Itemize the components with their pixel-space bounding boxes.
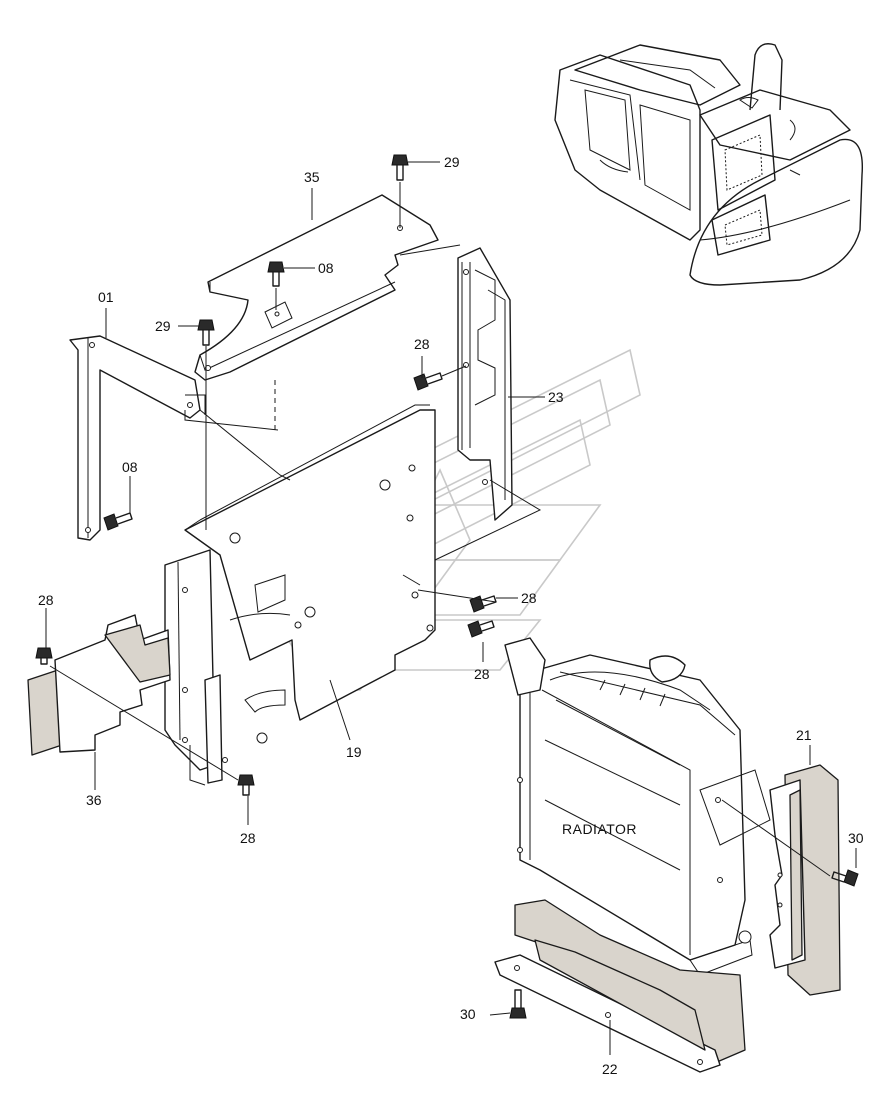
label-30-bottom: 30 (460, 1006, 476, 1022)
part-35-cover-plate (194, 194, 439, 381)
label-29-left: 29 (155, 318, 171, 334)
excavator-overview (554, 43, 864, 286)
bolt-28-mid-b (467, 620, 495, 638)
bolt-08-plate (267, 261, 285, 287)
bolt-30-right (831, 869, 859, 887)
label-23: 23 (548, 389, 564, 405)
label-01: 01 (98, 289, 114, 305)
label-28-upper: 28 (414, 336, 430, 352)
label-29-top: 29 (444, 154, 460, 170)
label-08-plate: 08 (318, 260, 334, 276)
part-36-seal (27, 614, 171, 756)
bolt-29-top (391, 154, 409, 181)
label-19: 19 (346, 744, 362, 760)
label-22: 22 (602, 1061, 618, 1077)
bolt-28-left (35, 647, 53, 665)
label-30-right: 30 (848, 830, 864, 846)
part-19-shroud (164, 404, 542, 786)
part-22-seal (494, 899, 746, 1073)
label-21: 21 (796, 727, 812, 743)
label-36: 36 (86, 792, 102, 808)
radiator-assembly (504, 637, 771, 976)
bolt-08-lower (103, 512, 133, 531)
part-labels: 35 29 08 01 29 28 23 08 28 28 28 19 36 2… (38, 154, 864, 1077)
label-28-bottom: 28 (240, 830, 256, 846)
label-35: 35 (304, 169, 320, 185)
label-28-mid-lower: 28 (474, 666, 490, 682)
bolt-28-bottom (237, 774, 255, 796)
leader-lines (45, 161, 857, 1016)
part-01-bracket (69, 335, 206, 541)
part-21-seal (769, 745, 841, 996)
bolt-29-left (197, 319, 215, 346)
label-28-left: 28 (38, 592, 54, 608)
label-28-mid-right: 28 (521, 590, 537, 606)
label-08-lower: 08 (122, 459, 138, 475)
label-radiator: RADIATOR (562, 821, 637, 837)
bolts (35, 154, 859, 1019)
bolt-28-upper (413, 372, 443, 391)
part-23-bracket (457, 247, 545, 521)
bolt-30-bottom (509, 989, 527, 1019)
